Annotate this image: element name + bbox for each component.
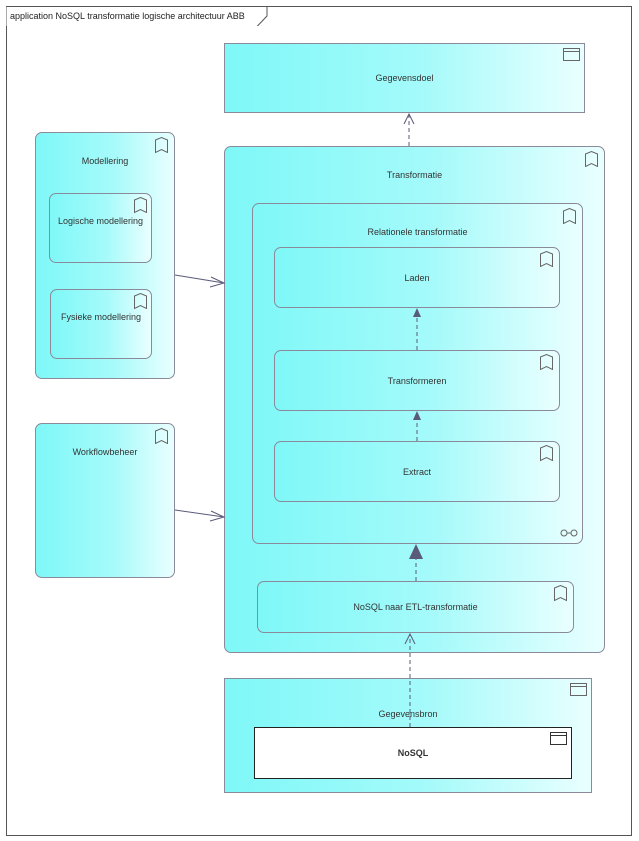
modellering-label: Modellering — [81, 156, 129, 166]
extract-node[interactable]: Extract — [274, 441, 560, 502]
frame-title: application NoSQL transformatie logische… — [10, 11, 245, 21]
function-icon — [554, 585, 567, 601]
transformatie-label: Transformatie — [386, 170, 443, 180]
workflowbeheer-node[interactable]: Workflowbeheer — [35, 423, 175, 578]
interface-icon — [560, 529, 578, 537]
gegevensbron-label: Gegevensbron — [378, 709, 438, 719]
function-icon — [540, 251, 553, 267]
gegevensdoel-node[interactable]: Gegevensdoel — [224, 43, 585, 113]
function-icon — [540, 445, 553, 461]
nosql-naar-etl-node[interactable]: NoSQL naar ETL-transformatie — [257, 581, 574, 633]
extract-label: Extract — [402, 466, 431, 477]
laden-node[interactable]: Laden — [274, 247, 560, 308]
fysieke-modellering-label: Fysieke modellering — [60, 312, 142, 322]
function-icon — [155, 137, 168, 153]
component-icon — [563, 48, 580, 61]
transformeren-label: Transformeren — [387, 375, 447, 386]
gegevensdoel-label: Gegevensdoel — [375, 73, 434, 83]
workflowbeheer-label: Workflowbeheer — [72, 447, 138, 457]
nosql-naar-etl-label: NoSQL naar ETL-transformatie — [353, 602, 478, 612]
nosql-node[interactable]: NoSQL — [254, 727, 572, 779]
transformeren-node[interactable]: Transformeren — [274, 350, 560, 411]
logische-modellering-node[interactable]: Logische modellering — [49, 193, 152, 263]
function-icon — [155, 428, 168, 444]
component-icon — [550, 732, 567, 745]
logische-modellering-label: Logische modellering — [57, 216, 144, 226]
component-icon — [570, 683, 587, 696]
modellering-node[interactable]: Modellering Logische modellering Fysieke… — [35, 132, 175, 379]
diagram-frame — [6, 6, 632, 836]
frame-tab — [6, 6, 268, 26]
laden-label: Laden — [404, 272, 430, 283]
function-icon — [134, 197, 147, 213]
nosql-label: NoSQL — [397, 748, 429, 758]
function-icon — [585, 151, 598, 167]
function-icon — [563, 208, 576, 224]
relationele-transformatie-label: Relationele transformatie — [367, 227, 468, 237]
fysieke-modellering-node[interactable]: Fysieke modellering — [50, 289, 152, 359]
function-icon — [134, 293, 147, 309]
function-icon — [540, 354, 553, 370]
